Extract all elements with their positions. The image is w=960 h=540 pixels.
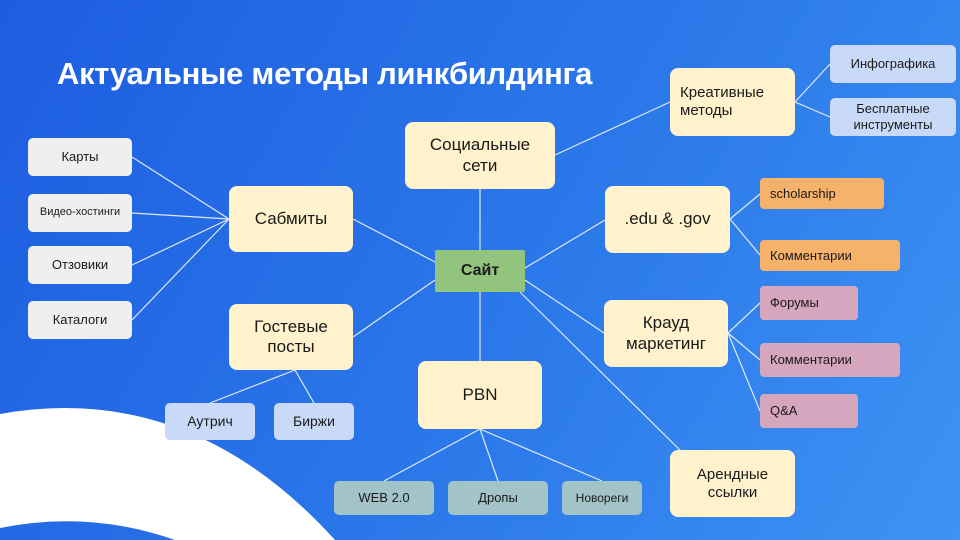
leaf-forums: Форумы xyxy=(760,286,858,320)
leaf-edu-comments: Комментарии xyxy=(760,240,900,271)
leaf-reviews: Отзовики xyxy=(28,246,132,284)
leaf-drops: Дропы xyxy=(448,481,548,515)
page-title: Актуальные методы линкбилдинга xyxy=(57,56,593,91)
center-node-site: Сайт xyxy=(435,250,525,292)
leaf-exchanges: Биржи xyxy=(274,403,354,440)
leaf-scholarship: scholarship xyxy=(760,178,884,209)
leaf-qa: Q&A xyxy=(760,394,858,428)
leaf-catalogs: Каталоги xyxy=(28,301,132,339)
leaf-infographics: Инфографика xyxy=(830,45,956,83)
leaf-free-tools: Бесплатные инструменты xyxy=(830,98,956,136)
node-guest-posts: Гостевые посты xyxy=(229,304,353,370)
leaf-new-domains: Новореги xyxy=(562,481,642,515)
leaf-maps: Карты xyxy=(28,138,132,176)
leaf-video-hosting: Видео-хостинги xyxy=(28,194,132,232)
leaf-outreach: Аутрич xyxy=(165,403,255,440)
node-edu-gov: .edu & .gov xyxy=(605,186,730,253)
node-creative: Креативные методы xyxy=(670,68,795,136)
node-pbn: PBN xyxy=(418,361,542,429)
leaf-crowd-comments: Комментарии xyxy=(760,343,900,377)
node-social: Социальные сети xyxy=(405,122,555,189)
node-submits: Сабмиты xyxy=(229,186,353,252)
leaf-web20: WEB 2.0 xyxy=(334,481,434,515)
node-rent: Арендные ссылки xyxy=(670,450,795,517)
node-crowd: Крауд маркетинг xyxy=(604,300,728,367)
